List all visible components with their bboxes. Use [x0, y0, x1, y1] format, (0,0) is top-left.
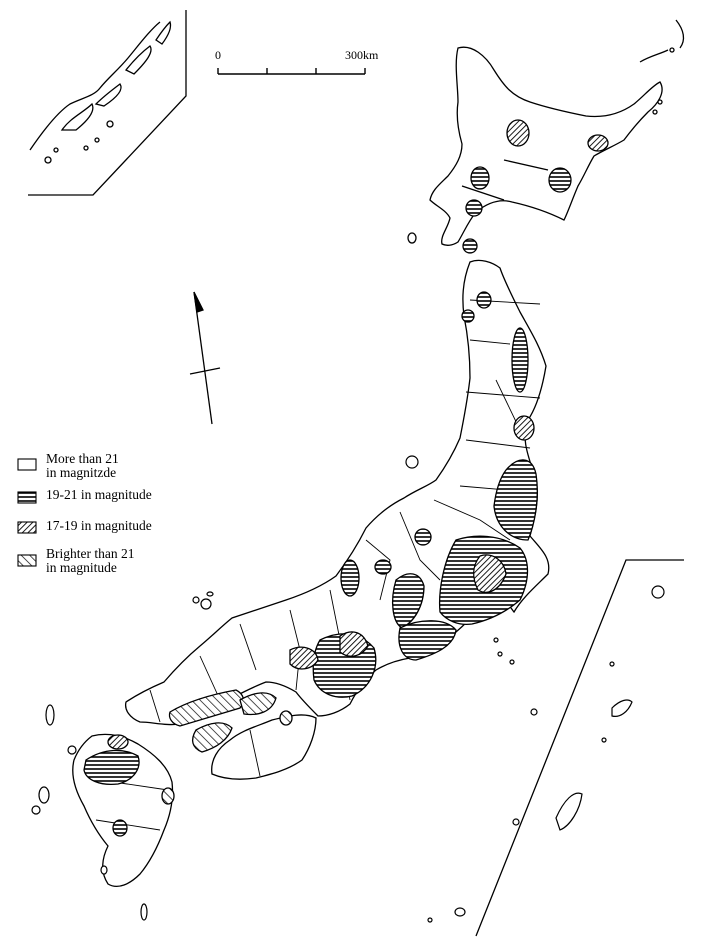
legend-label-dense: 17-19 in magnitude	[46, 518, 152, 533]
small-islands	[31, 455, 665, 923]
inset-border-south	[475, 559, 684, 937]
legend-item-sparse: Brighter than 21 in magnitude	[18, 546, 238, 588]
legend-item-blank: More than 21 in magnitzde	[18, 452, 238, 490]
legend-swatch-sparse	[17, 554, 37, 567]
legend-swatch-dense	[17, 521, 37, 534]
inset-border	[28, 10, 187, 196]
inset-kuril	[28, 10, 187, 196]
legend-label-blank: More than 21 in magnitzde	[46, 451, 119, 480]
north-arrow-icon	[189, 291, 221, 425]
inset-coast	[29, 21, 161, 151]
legend-label-horizontal: 19-21 in magnitude	[46, 487, 152, 502]
legend-item-dense: 17-19 in magnitude	[18, 518, 238, 550]
legend-swatches	[17, 458, 37, 567]
scale-bar	[217, 68, 366, 75]
scale-start-label: 0	[215, 48, 221, 62]
main-islands	[72, 259, 550, 888]
shikoku	[211, 714, 317, 780]
hokkaido	[407, 19, 685, 254]
legend-item-horizontal: 19-21 in magnitude	[18, 487, 238, 520]
legend-swatch-horizontal	[17, 491, 37, 504]
legend-label-sparse: Brighter than 21 in magnitude	[46, 546, 135, 575]
legend-swatch-blank	[17, 458, 37, 471]
legend: More than 21 in magnitzde 19-21 in magni…	[18, 452, 238, 588]
scale-end-label: 300km	[345, 48, 379, 62]
